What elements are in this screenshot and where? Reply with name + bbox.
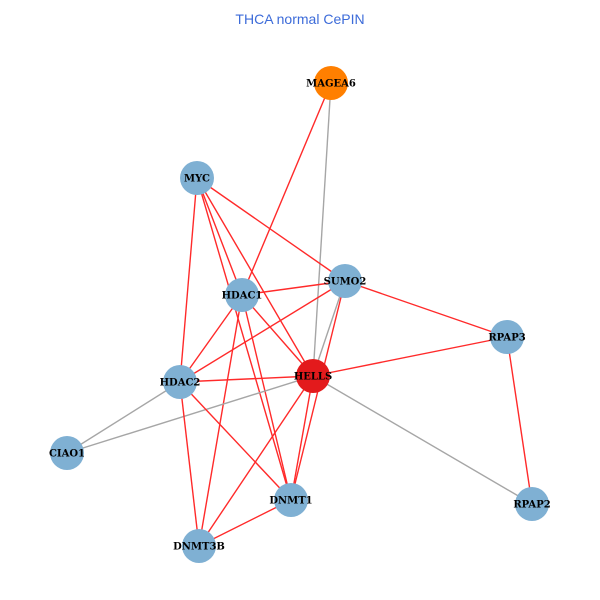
node-dnmt3b[interactable]: DNMT3B <box>173 529 225 563</box>
node-circle[interactable] <box>163 365 197 399</box>
edge-hdac1-hdac2 <box>179 294 243 383</box>
node-label: MAGEA6 <box>306 79 356 90</box>
node-dnmt1[interactable]: DNMT1 <box>269 483 313 517</box>
node-circle[interactable] <box>314 66 348 100</box>
node-magea6[interactable]: MAGEA6 <box>306 66 356 100</box>
edge-hdac1-sumo2 <box>241 280 346 296</box>
node-hdac2[interactable]: HDAC2 <box>160 365 201 399</box>
edge-hdac2-dnmt3b <box>179 381 200 547</box>
edge-hdac1-dnmt1 <box>241 294 292 501</box>
node-circle[interactable] <box>225 278 259 312</box>
node-label: DNMT3B <box>173 542 225 553</box>
node-label: RPAP2 <box>513 500 550 511</box>
edge-hells-ciao1 <box>66 375 314 454</box>
edge-hells-rpap2 <box>312 375 533 505</box>
node-label: DNMT1 <box>269 496 312 507</box>
node-label: SUMO2 <box>324 277 367 288</box>
node-circle[interactable] <box>515 487 549 521</box>
node-circle[interactable] <box>296 359 330 393</box>
edge-hells-dnmt3b <box>198 375 314 547</box>
node-rpap3[interactable]: RPAP3 <box>488 320 526 354</box>
edge-hdac1-hells <box>241 294 314 377</box>
edge-myc-hdac2 <box>179 177 198 383</box>
node-circle[interactable] <box>182 529 216 563</box>
node-label: MYC <box>184 174 210 185</box>
edge-myc-sumo2 <box>196 177 346 282</box>
edge-magea6-hdac1 <box>241 82 332 296</box>
edge-sumo2-rpap3 <box>344 280 508 338</box>
edge-hells-rpap3 <box>312 336 508 377</box>
node-circle[interactable] <box>274 483 308 517</box>
edge-magea6-hells <box>312 82 332 377</box>
node-circle[interactable] <box>50 436 84 470</box>
node-circle[interactable] <box>180 161 214 195</box>
edge-hdac1-dnmt3b <box>198 294 243 547</box>
node-label: RPAP3 <box>488 333 525 344</box>
edges-layer <box>66 82 533 547</box>
node-circle[interactable] <box>490 320 524 354</box>
edge-hdac2-ciao1 <box>66 381 181 454</box>
edge-myc-dnmt1 <box>196 177 292 501</box>
node-circle[interactable] <box>328 264 362 298</box>
diagram-title: THCA normal CePIN <box>235 11 365 27</box>
node-label: HDAC1 <box>222 291 263 302</box>
edge-dnmt1-dnmt3b <box>198 499 292 547</box>
node-hdac1[interactable]: HDAC1 <box>222 278 263 312</box>
node-hells[interactable]: HELLS <box>294 359 332 393</box>
edge-rpap3-rpap2 <box>506 336 533 505</box>
node-label: CIAO1 <box>49 449 85 460</box>
node-label: HDAC2 <box>160 378 201 389</box>
node-rpap2[interactable]: RPAP2 <box>513 487 551 521</box>
node-ciao1[interactable]: CIAO1 <box>49 436 85 470</box>
edge-sumo2-hdac2 <box>179 280 346 383</box>
node-label: HELLS <box>294 372 332 383</box>
edge-hells-dnmt1 <box>290 375 314 501</box>
edge-hdac2-dnmt1 <box>179 381 292 501</box>
edge-hells-hdac2 <box>179 375 314 383</box>
edge-myc-hells <box>196 177 314 377</box>
node-sumo2[interactable]: SUMO2 <box>324 264 367 298</box>
edge-myc-hdac1 <box>196 177 243 296</box>
node-myc[interactable]: MYC <box>180 161 214 195</box>
